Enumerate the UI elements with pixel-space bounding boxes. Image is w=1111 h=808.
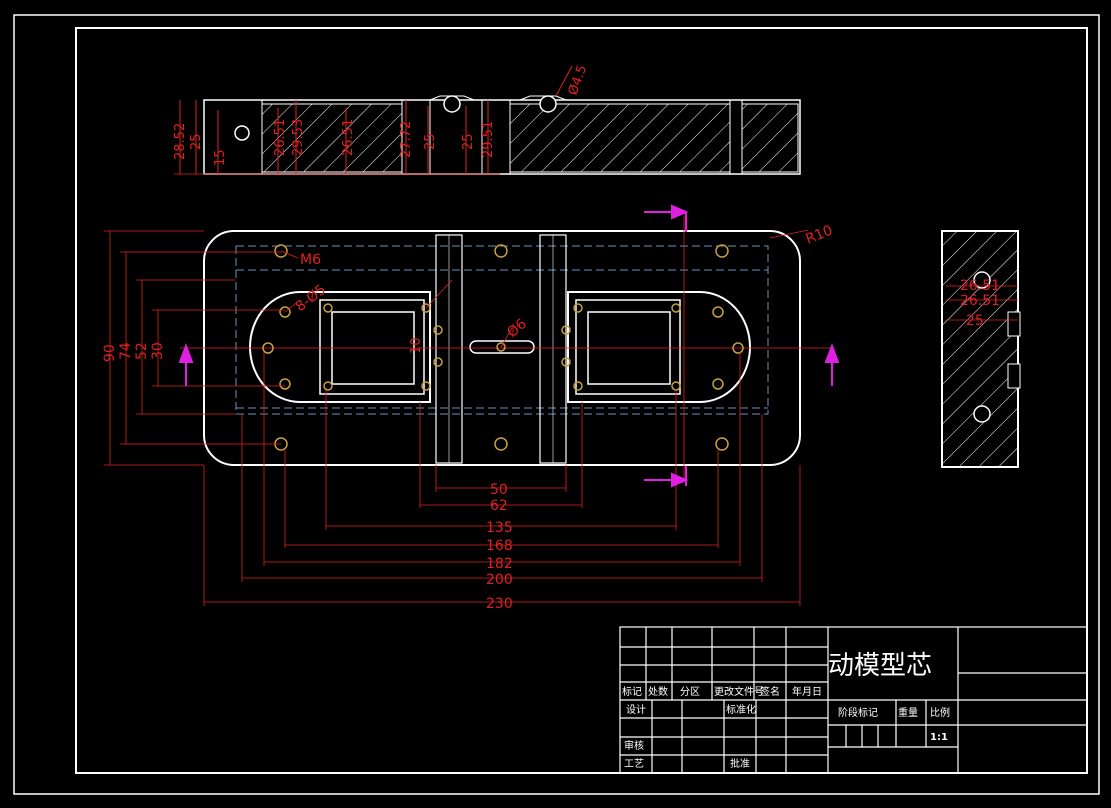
dim-plan-50: 50 [490,482,508,498]
dim-side-26-51a: 26.51 [960,278,1000,294]
tb-date: 年月日 [792,685,822,698]
dim-side-25: 25 [966,313,984,329]
dim-top-29-53: 29.53 [291,119,306,156]
tb-approve: 批准 [730,757,750,770]
drawing-title: 动模型芯 [828,651,932,681]
title-block [619,626,1088,774]
callout-phi6: Ø6 [504,316,530,341]
dim-top-26-51a: 26.51 [273,119,288,156]
dim-plan-30: 30 [150,342,166,360]
dim-plan-168: 168 [486,538,513,554]
tb-scale: 1:1 [930,732,948,743]
tb-weight: 重量 [898,706,918,719]
dim-plan-135: 135 [486,520,513,536]
dim-top-26-51b: 26.51 [341,119,356,156]
dim-top-phi4-5: Ø4.5 [566,63,591,97]
dim-top-25: 25 [189,133,204,150]
tb-stage-mark: 阶段标记 [838,706,878,719]
tb-ratio: 比例 [930,706,950,719]
dim-side-26-51b: 26.51 [960,293,1000,309]
callout-8-phi5: 8-Ø5 [293,282,330,315]
callout-10: 10 [409,337,424,354]
dim-top-27-72: 27.72 [399,121,414,158]
front-plan-view [104,204,840,606]
tb-standard: 标准化 [726,703,756,716]
dim-top-15: 15 [213,149,228,166]
tb-zone: 分区 [680,686,700,698]
inner-frame [75,27,1088,774]
dim-plan-74: 74 [118,342,134,360]
dim-plan-90: 90 [102,344,118,362]
side-section-view [941,230,1021,468]
dim-top-25c: 25 [461,133,476,150]
tb-design: 设计 [626,703,646,716]
tb-signature: 签名 [760,685,780,698]
dim-plan-200: 200 [486,572,513,588]
tb-review: 审核 [624,739,644,752]
top-section-view [174,65,801,175]
tb-process: 工艺 [624,758,644,770]
dim-plan-62: 62 [490,498,508,514]
outer-frame [13,14,1100,795]
dim-plan-52: 52 [134,342,150,360]
callout-m6: M6 [300,252,321,268]
callout-r10: R10 [804,223,836,248]
tb-change-doc: 更改文件号 [714,685,764,698]
dim-plan-182: 182 [486,556,513,572]
tb-marks: 标记 [622,686,642,698]
dim-plan-230: 230 [486,596,513,612]
dim-top-25b: 25 [423,133,438,150]
dim-top-29-51: 29.51 [481,121,496,158]
dim-top-28-52: 28.52 [173,123,188,160]
tb-count: 处数 [648,685,668,698]
